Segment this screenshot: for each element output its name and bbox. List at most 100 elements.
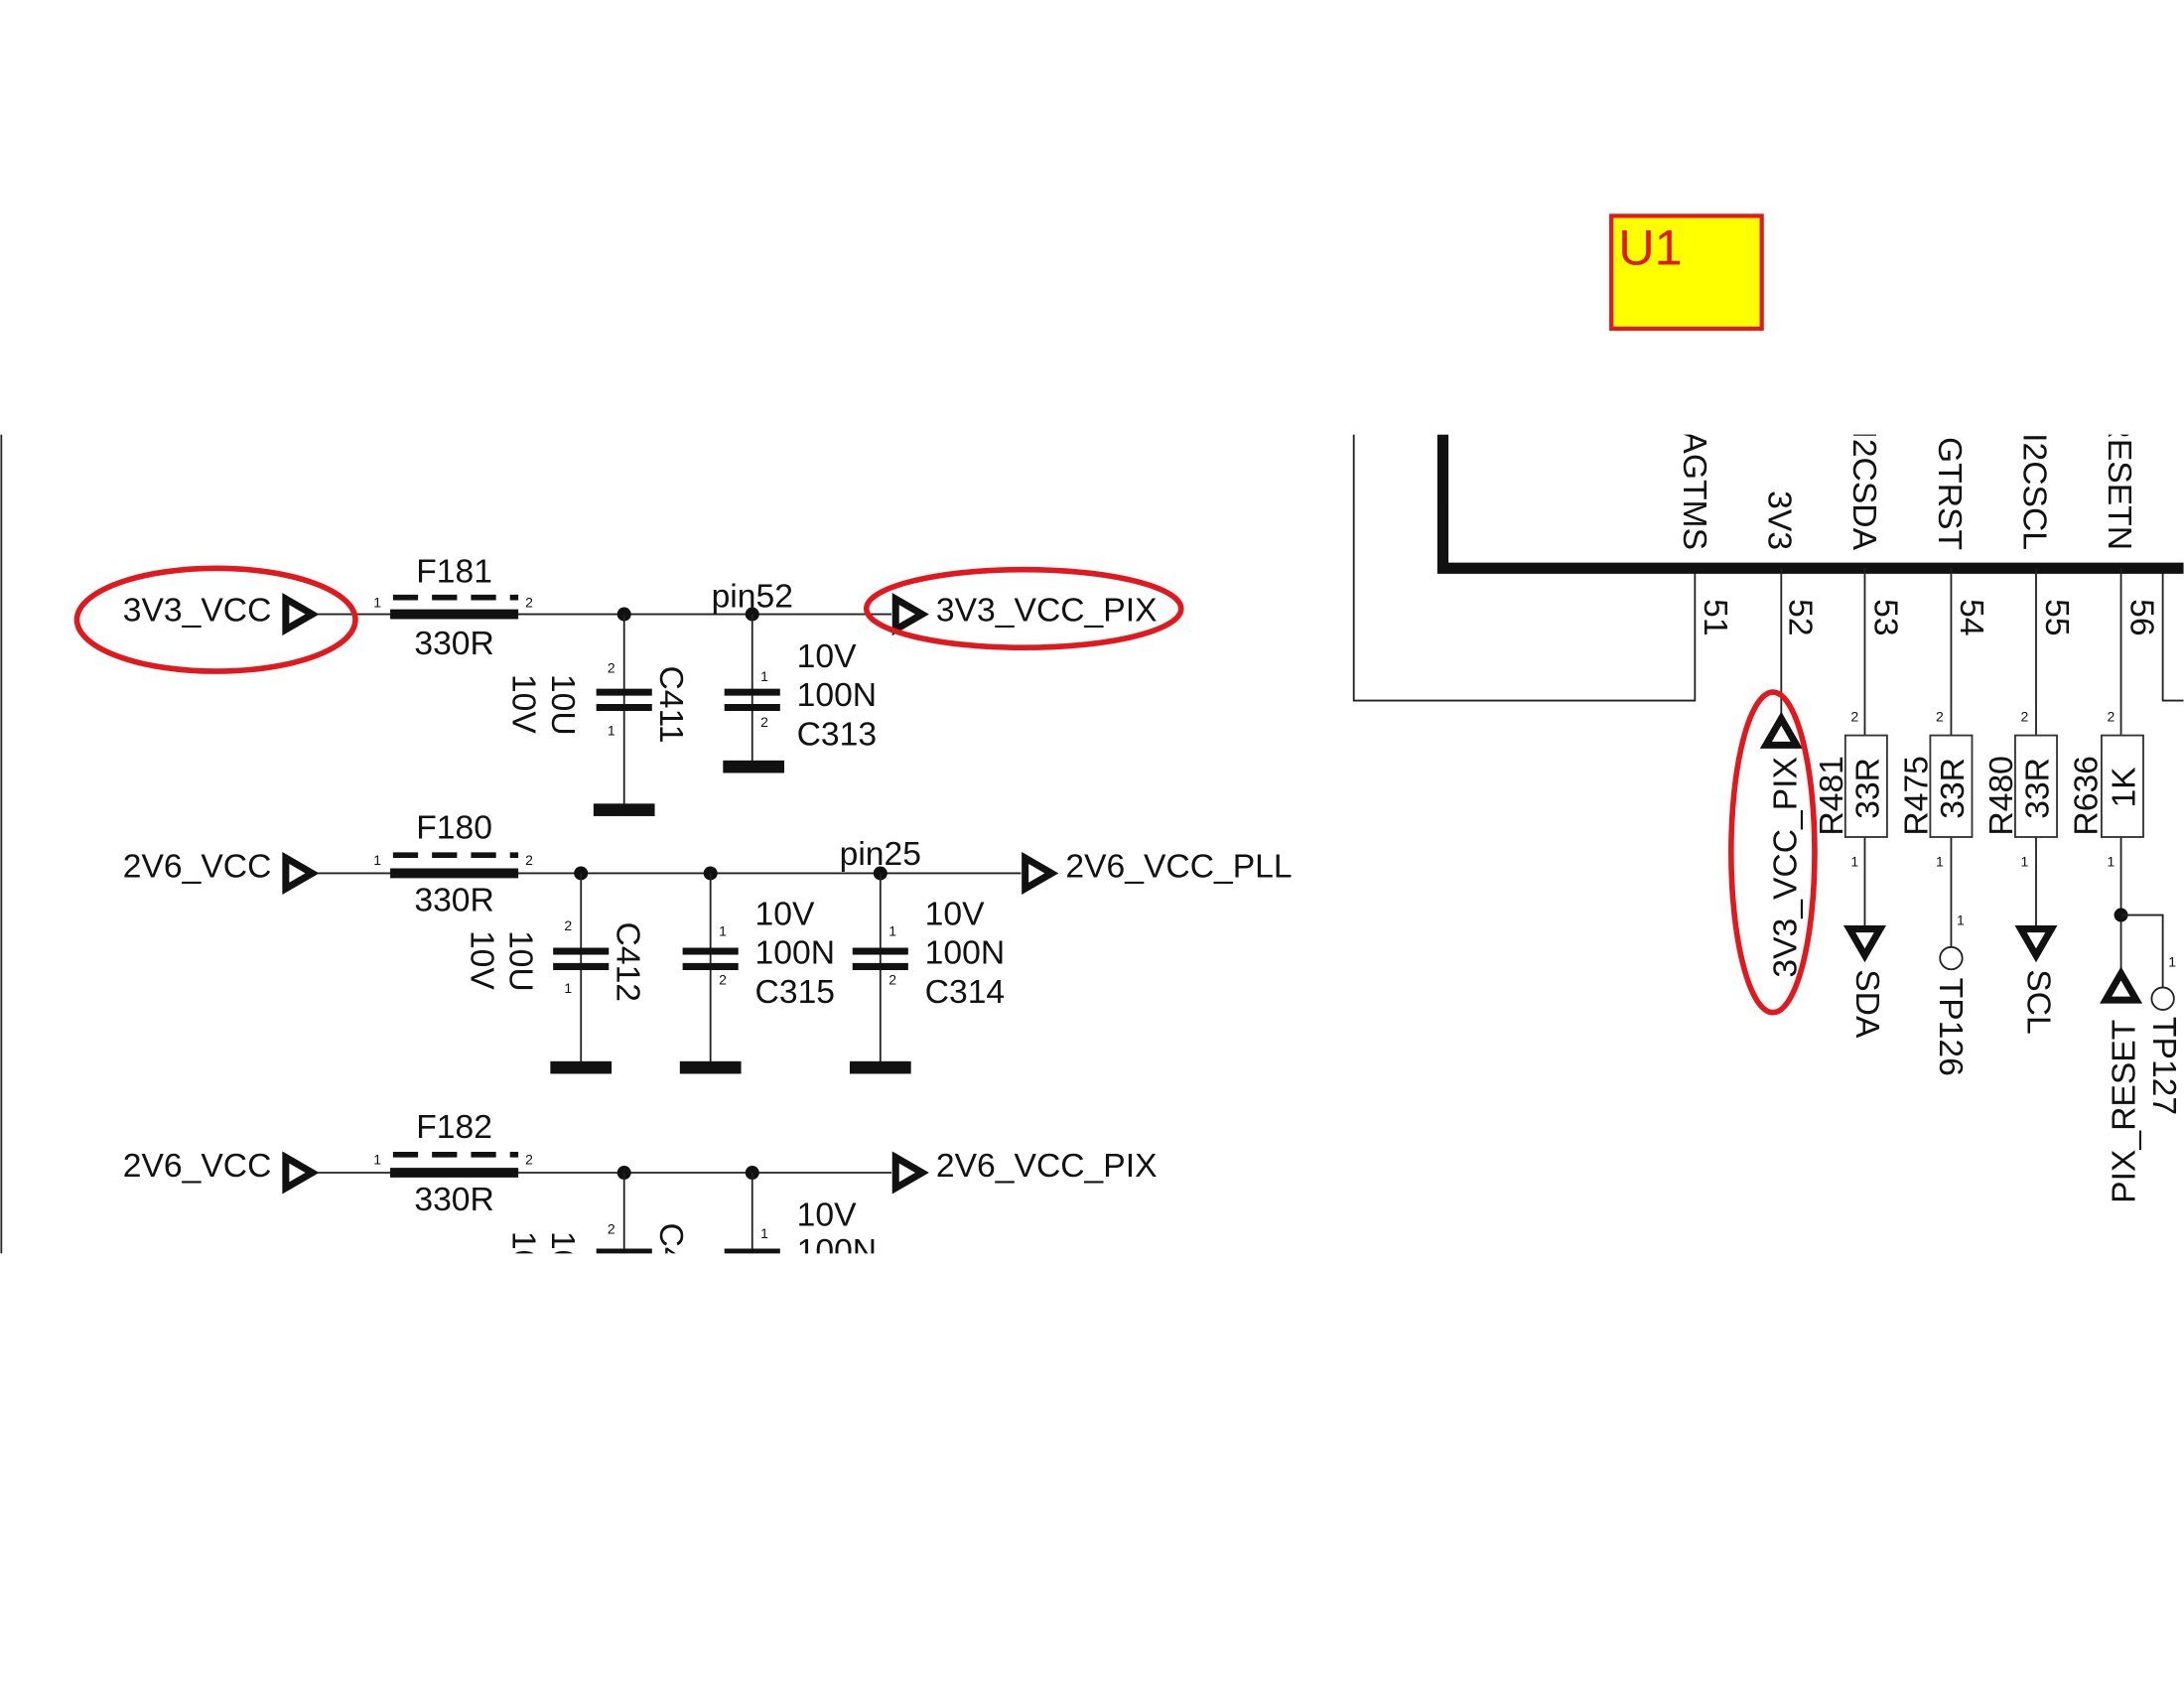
svg-text:100N: 100N: [797, 1233, 877, 1270]
svg-text:2: 2: [719, 972, 727, 988]
svg-text:51: 51: [1697, 599, 1733, 635]
svg-text:53: 53: [1866, 599, 1903, 635]
svg-text:C4: C4: [652, 1223, 689, 1266]
svg-text:52: 52: [1782, 599, 1819, 635]
filter-f181[interactable]: 3V3_VCC 1 2 F181 330R pin52 3V3_VCC_PIX: [73, 553, 1184, 674]
u1-pin-56[interactable]: RESETN 56: [2101, 415, 2159, 636]
ref-r480: R480: [1983, 756, 2020, 835]
svg-text:10: 10: [505, 1231, 542, 1268]
svg-text:RESETN: RESETN: [2101, 415, 2137, 551]
svg-text:100N: 100N: [755, 935, 835, 972]
svg-text:2V6_VCC: 2V6_VCC: [123, 1148, 272, 1185]
net-label-sda: SDA: [1848, 969, 1885, 1039]
u1-pin-52[interactable]: 3V3 52 3V3_VCC_PIX: [1728, 491, 1819, 1016]
svg-text:2: 2: [1850, 709, 1858, 725]
svg-text:1: 1: [888, 923, 896, 939]
svg-text:100N: 100N: [797, 677, 877, 714]
svg-text:33R: 33R: [1935, 758, 1972, 819]
capacitor-c412[interactable]: 2 1 C412 10U 10V: [463, 873, 646, 1074]
u1-pin-53[interactable]: I2CSDA 53: [1845, 429, 1903, 636]
resistor-r481[interactable]: 2 1 33R R481 SDA: [1814, 568, 1888, 1039]
resistor-r636[interactable]: 2 1 1K R636 1 TP127 PIX_RESET: [2069, 568, 2182, 1203]
highlight-ellipse: [73, 565, 358, 674]
test-point-icon: [2150, 986, 2175, 1011]
highlight-ellipse: [863, 566, 1184, 651]
ref-c314: C314: [925, 974, 1005, 1011]
net-label-pix-reset: PIX_RESET: [2107, 1020, 2143, 1203]
svg-text:55: 55: [2038, 599, 2075, 635]
ref-c313: C313: [797, 716, 877, 753]
junction-dot: [616, 607, 631, 622]
ground-symbol: [723, 760, 785, 774]
net-label-2v6-vcc-pll: 2V6_VCC_PLL: [1065, 849, 1292, 886]
test-point-tp126: TP126: [1932, 978, 1969, 1076]
ref-f180: F180: [416, 809, 492, 846]
svg-text:AGTMS: AGTMS: [1676, 431, 1712, 550]
u1-label-box[interactable]: U1: [1609, 213, 1764, 332]
svg-text:1: 1: [1850, 853, 1858, 869]
svg-text:2: 2: [525, 595, 533, 611]
net-label-2v6-vcc: 2V6_VCC: [123, 849, 272, 886]
filter-f182[interactable]: 2V6_VCC 1 2 F182 330R 2V6_VCC_PIX 2 C4 1…: [123, 1109, 1158, 1270]
port-arrow-icon: [282, 851, 320, 895]
capacitor-c411[interactable]: 2 1 C411 10U 10V: [505, 614, 690, 816]
svg-text:2: 2: [760, 714, 768, 730]
svg-text:1: 1: [373, 852, 381, 868]
svg-text:56: 56: [2122, 599, 2159, 635]
junction-dot: [745, 607, 759, 622]
u1-symbol[interactable]: [1352, 434, 2184, 702]
net-label-3v3-vcc-pix: 3V3_VCC_PIX: [936, 593, 1158, 630]
svg-text:1: 1: [760, 1225, 768, 1241]
net-label-2v6-vcc-pix: 2V6_VCC_PIX: [936, 1148, 1158, 1185]
resistor-r475[interactable]: 2 1 33R R475 1 TP126: [1899, 568, 1974, 1076]
port-arrow-icon: [1759, 711, 1803, 749]
svg-text:1K: 1K: [2107, 767, 2143, 808]
svg-text:1: 1: [608, 723, 615, 739]
svg-text:10V: 10V: [463, 930, 499, 990]
svg-text:3V3: 3V3: [1761, 491, 1798, 550]
u1-pin-55[interactable]: I2CSCL 55: [2015, 433, 2075, 636]
node-label-pin25: pin25: [840, 836, 921, 873]
svg-text:10V: 10V: [505, 674, 542, 734]
ref-c315: C315: [755, 974, 835, 1011]
svg-text:1: 1: [373, 595, 381, 611]
svg-text:2: 2: [888, 972, 896, 988]
svg-text:33R: 33R: [2020, 758, 2057, 819]
svg-text:2: 2: [525, 1152, 533, 1168]
svg-text:GTRST: GTRST: [1931, 437, 1968, 550]
svg-text:1: 1: [564, 980, 572, 996]
svg-text:330R: 330R: [414, 882, 493, 918]
highlight-ellipse: [1728, 689, 1818, 1016]
capacitor-c313[interactable]: 1 2 10V 100N C313: [723, 614, 877, 774]
port-arrow-icon: [282, 1151, 320, 1195]
u1-label: U1: [1618, 219, 1683, 276]
filter-f180[interactable]: 2V6_VCC 1 2 F180 330R pin25 2V6_VCC_PLL: [123, 809, 1293, 918]
ground-symbol: [593, 803, 655, 816]
net-label-scl: SCL: [2020, 969, 2057, 1034]
svg-text:10U: 10U: [502, 930, 539, 992]
svg-text:2: 2: [2021, 709, 2029, 725]
test-point-tp127: TP127: [2145, 1017, 2182, 1115]
svg-text:2: 2: [608, 659, 615, 675]
capacitor-c314[interactable]: 1 2 10V 100N C314: [849, 873, 1005, 1074]
svg-text:1: 1: [2108, 853, 2116, 869]
capacitor-c315[interactable]: 1 2 10V 100N C315: [679, 873, 835, 1074]
svg-text:330R: 330R: [414, 1182, 493, 1218]
ref-c411: C411: [652, 665, 689, 743]
svg-text:1: 1: [1957, 912, 1965, 927]
svg-text:I2CSCL: I2CSCL: [2015, 433, 2052, 550]
resistor-r480[interactable]: 2 1 33R R480 SCL: [1983, 568, 2058, 1035]
svg-text:10V: 10V: [925, 896, 985, 932]
port-arrow-icon: [891, 593, 929, 636]
u1-pin-54[interactable]: GTRST 54: [1931, 437, 1989, 636]
svg-text:33R: 33R: [1849, 758, 1886, 819]
svg-text:2: 2: [525, 852, 533, 868]
svg-text:1: 1: [373, 1152, 381, 1168]
svg-text:2: 2: [564, 917, 572, 933]
port-arrow-icon: [282, 593, 320, 636]
svg-text:I2CSDA: I2CSDA: [1845, 429, 1882, 550]
u1-pin-51[interactable]: AGTMS 51: [1676, 431, 1733, 636]
test-point-icon: [1939, 945, 1964, 971]
svg-text:1: 1: [719, 923, 727, 939]
svg-text:2: 2: [1936, 709, 1944, 725]
